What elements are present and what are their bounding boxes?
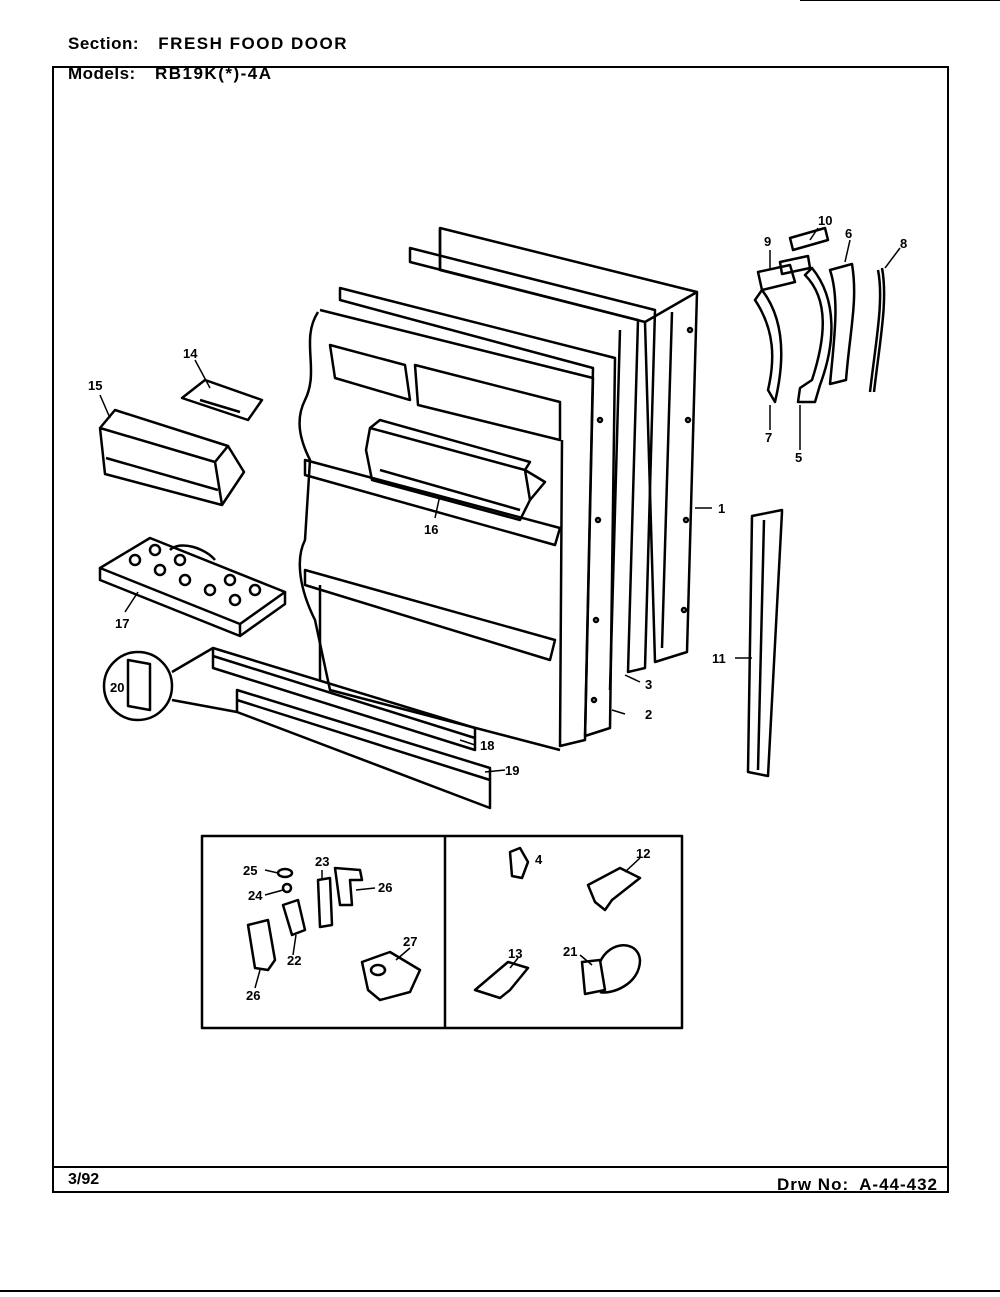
hardware-box	[200, 834, 684, 1030]
callout-22: 22	[287, 953, 301, 968]
section-value: FRESH FOOD DOOR	[158, 34, 348, 53]
callout-6: 6	[845, 226, 852, 241]
callout-10: 10	[818, 213, 832, 228]
detail-circle	[102, 646, 238, 722]
revision-date: 3/92	[68, 1171, 100, 1188]
callout-21: 21	[563, 944, 577, 959]
callout-7: 7	[765, 430, 772, 445]
door-shelf-bin	[364, 418, 547, 522]
callout-2: 2	[645, 707, 652, 722]
top-edge-line	[800, 0, 1000, 1]
callout-3: 3	[645, 677, 652, 692]
lower-trim	[211, 646, 477, 752]
callout-20: 20	[110, 680, 124, 695]
section-label: Section:	[68, 34, 140, 53]
footer-divider	[52, 1166, 949, 1168]
callout-23: 23	[315, 854, 329, 869]
lower-trim-2	[235, 688, 492, 810]
dairy-compartment	[98, 408, 246, 507]
door-stop-hardware	[473, 846, 642, 1000]
dairy-door	[180, 378, 264, 422]
callout-18: 18	[480, 738, 494, 753]
models-value: RB19K(*)-4A	[154, 64, 273, 83]
outer-door-panel	[438, 226, 699, 664]
callout-8: 8	[900, 236, 907, 251]
callout-16: 16	[424, 522, 438, 537]
leader-lines	[99, 227, 901, 989]
callout-15: 15	[88, 378, 102, 393]
callout-26-lower: 26	[246, 988, 260, 1003]
callout-26-upper: 26	[378, 880, 392, 895]
callout-17: 17	[115, 616, 129, 631]
callout-4: 4	[535, 852, 543, 867]
diagram-frame	[52, 66, 949, 1193]
callout-5: 5	[795, 450, 802, 465]
egg-tray	[98, 536, 287, 638]
callout-27: 27	[403, 934, 417, 949]
callout-14: 14	[183, 346, 198, 361]
hinge-hardware	[246, 866, 422, 1002]
section-header: Section: FRESH FOOD DOOR	[68, 34, 348, 54]
callout-13: 13	[508, 946, 522, 961]
handle-assembly	[753, 226, 886, 404]
drawing-value: A-44-432	[859, 1175, 938, 1194]
callout-19: 19	[505, 763, 519, 778]
callout-25: 25	[243, 863, 257, 878]
page-bottom-rule	[0, 1290, 1000, 1292]
callout-11: 11	[712, 651, 726, 666]
handle-trim-strip	[746, 508, 784, 778]
inner-door-liner	[298, 286, 617, 752]
callout-1: 1	[718, 501, 725, 516]
drawing-label: Drw No:	[776, 1175, 850, 1194]
drawing-number: Drw No: A-44-432	[777, 1175, 938, 1195]
callout-9: 9	[764, 234, 771, 249]
models-header: Models: RB19K(*)-4A	[68, 64, 273, 84]
callout-24: 24	[248, 888, 263, 903]
models-label: Models:	[68, 64, 136, 83]
callout-12: 12	[636, 846, 650, 861]
